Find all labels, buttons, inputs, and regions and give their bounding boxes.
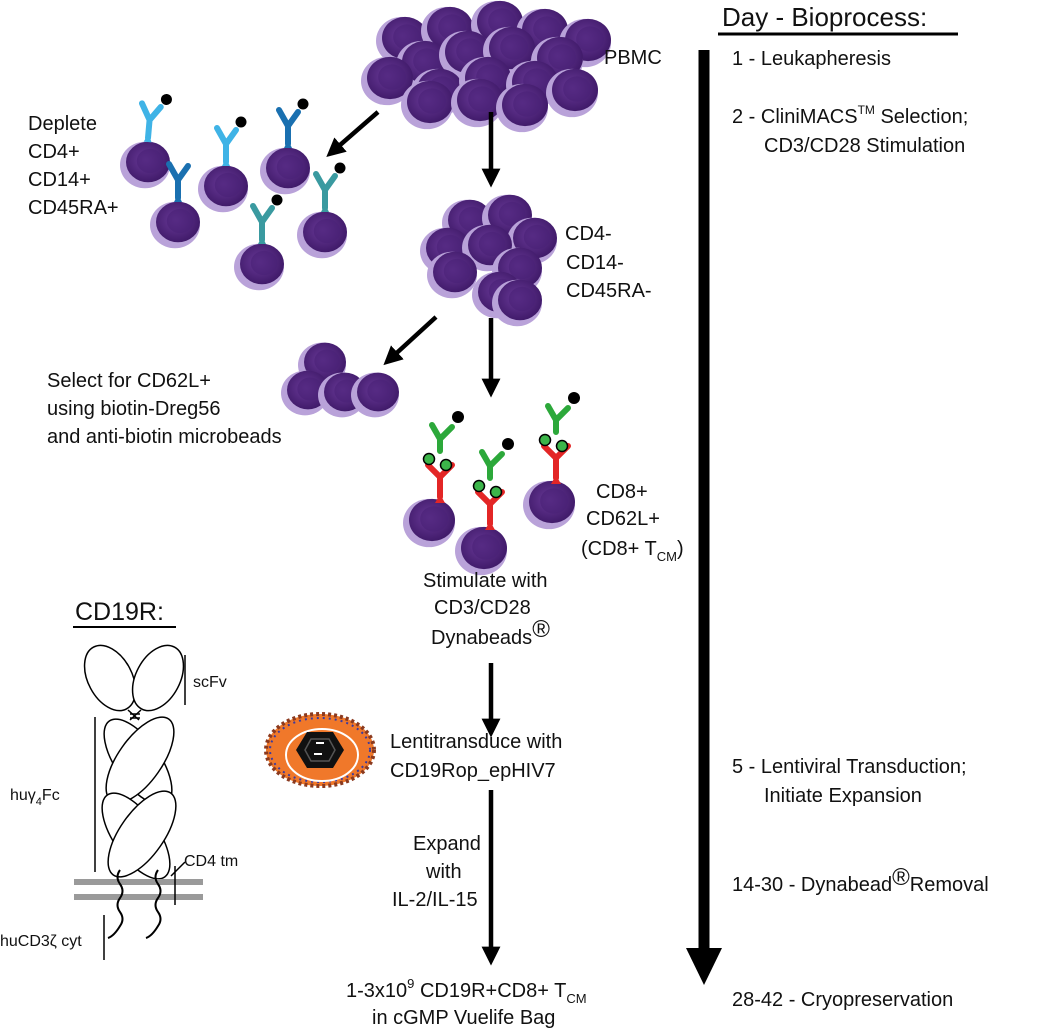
t-cell-icon: [297, 211, 347, 259]
timeline-step-1: 1 - Leukapheresis: [732, 48, 891, 70]
arrow-pbmc-to-deplete: [326, 110, 380, 157]
antibody-icon: [250, 194, 283, 244]
construct-title: CD19R:: [75, 598, 164, 626]
select-label-1: Select for CD62L+: [47, 370, 211, 392]
t-cell-icon: [403, 498, 455, 548]
timeline-step-2-line2: CD3/CD28 Stimulation: [764, 135, 965, 157]
depleted-label-1: CD4-: [565, 223, 612, 245]
scfv-left-lobe: [83, 644, 137, 712]
t-cell-icon: [483, 26, 535, 76]
t-cell-icon: [150, 201, 200, 249]
timeline-heading: Day - Bioprocess:: [722, 2, 927, 32]
t-cell-icon: [234, 243, 284, 291]
transduce-label-1: Lentitransduce with: [390, 731, 562, 753]
t-cell-icon: [401, 80, 453, 130]
stimulate-label-2: CD3/CD28: [434, 597, 531, 619]
stimulate-label-3: Dynabeads®: [431, 616, 550, 649]
fc-label: huγ4Fc: [10, 787, 60, 808]
depleted-label-3: CD45RA-: [566, 280, 652, 302]
expand-label-1: Expand: [413, 833, 481, 855]
flow-arrows: [326, 110, 501, 966]
t-cell-icon: [523, 480, 575, 530]
transduce-label-2: CD19Rop_epHIV7: [390, 760, 556, 782]
pbmc-cells: [361, 0, 611, 133]
t-cell-icon: [427, 251, 477, 299]
flow-labels: PBMC Deplete CD4+ CD14+ CD45RA+ CD4- CD1…: [28, 47, 684, 1028]
antibody-icon: [276, 98, 309, 148]
arrow-depleted-to-select: [383, 315, 438, 366]
t-cell-icon: [496, 83, 548, 133]
stim-antibody-icon: [538, 392, 580, 484]
timeline-step-14-30: 14-30 - Dynabead®Removal: [732, 864, 989, 896]
select-label-3: and anti-biotin microbeads: [47, 426, 282, 448]
deplete-label-3: CD14+: [28, 169, 91, 191]
cyt-label: huCD3ζ cyt: [0, 933, 82, 950]
stimulated-cells: [403, 392, 580, 576]
selected-label-2: CD62L+: [586, 508, 660, 530]
depleted-label-2: CD14-: [566, 252, 624, 274]
timeline: Day - Bioprocess: 1 - Leukapheresis 2 - …: [686, 2, 989, 1011]
stim-antibody-icon: [422, 411, 464, 503]
t-cell-icon: [455, 526, 507, 576]
expand-label-3: IL-2/IL-15: [392, 889, 478, 911]
t-cell-icon: [546, 68, 598, 118]
cd19r-construct: CD19R: scFv huγ4Fc CD4 tm huCD3ζ cy: [0, 598, 238, 960]
lentivirus-icon: [264, 712, 376, 788]
antibody-icon: [138, 93, 172, 143]
select-label-2: using biotin-Dreg56: [47, 398, 220, 420]
deplete-label-2: CD4+: [28, 141, 80, 163]
t-cell-icon: [361, 56, 413, 106]
antibody-icon: [313, 162, 346, 212]
t-cell-icon: [451, 78, 503, 128]
t-cell-icon: [492, 279, 542, 327]
pbmc-label: PBMC: [604, 47, 662, 69]
stimulate-label-1: Stimulate with: [423, 570, 548, 592]
final-label-1: 1-3x109 CD19R+CD8+ TCM: [346, 976, 587, 1006]
scfv-label: scFv: [193, 674, 227, 691]
selected-label-1: CD8+: [596, 481, 648, 503]
cytoplasmic-tail: [107, 869, 124, 939]
deplete-label-4: CD45RA+: [28, 197, 119, 219]
final-label-2: in cGMP Vuelife Bag: [372, 1007, 555, 1028]
cytoplasmic-tail: [145, 869, 162, 939]
fc-domain: [107, 790, 177, 878]
t-cell-icon: [351, 372, 399, 418]
selected-cd62l-cells: [281, 342, 399, 418]
t-cell-icon: [120, 141, 170, 189]
stim-antibody-icon: [472, 438, 514, 530]
tm-label: CD4 tm: [184, 853, 238, 870]
timeline-arrowhead: [686, 948, 722, 985]
trademark-sup: TM: [858, 103, 875, 117]
scfv-right-lobe: [131, 644, 185, 712]
registered-symbol: ®: [892, 864, 910, 891]
t-cell-icon: [198, 165, 248, 213]
registered-symbol: ®: [532, 616, 550, 643]
selected-label-3: (CD8+ TCM): [581, 538, 684, 564]
expand-label-2: with: [425, 861, 462, 883]
t-cell-icon: [260, 147, 310, 195]
timeline-step-5: 5 - Lentiviral Transduction;: [732, 756, 967, 778]
t-cell-icon: [281, 370, 329, 416]
antibody-icon: [166, 161, 191, 202]
timeline-step-2: 2 - CliniMACSTM Selection;: [732, 103, 968, 128]
depleted-cells: [420, 194, 557, 327]
antibody-icon: [214, 116, 247, 166]
timeline-step-28-42: 28-42 - Cryopreservation: [732, 989, 953, 1011]
deplete-antibody-cells: [120, 93, 347, 291]
deplete-label-1: Deplete: [28, 113, 97, 135]
timeline-step-5-line2: Initiate Expansion: [764, 785, 922, 807]
